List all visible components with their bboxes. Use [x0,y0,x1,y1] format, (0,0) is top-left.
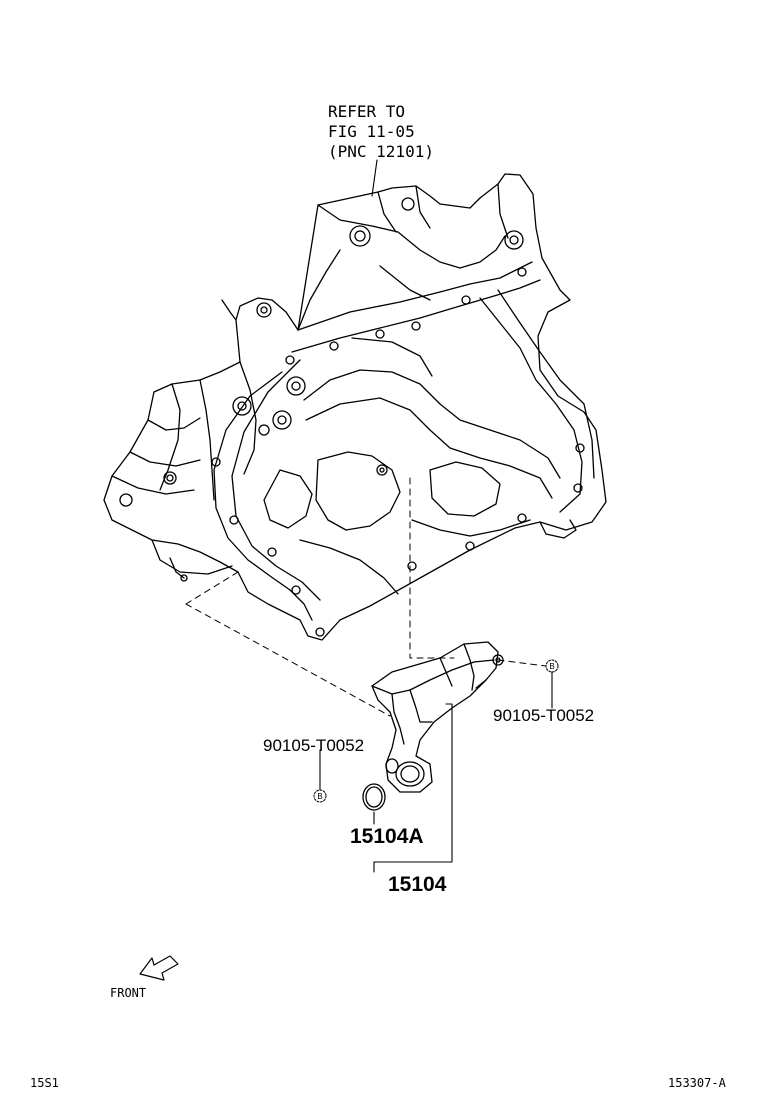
bolt-marker-left-letter: B [317,792,322,801]
refer-line-2: FIG 11-05 [328,122,415,141]
refer-line-1: REFER TO [328,102,406,121]
part-number-bolt-right[interactable]: 90105-T0052 [493,706,595,725]
oil-pan-illustration [103,173,607,641]
o-ring-illustration [362,783,386,811]
refer-line-3: (PNC 12101) [328,142,434,161]
front-label: FRONT [110,986,147,1000]
front-arrow-icon [139,955,179,981]
oil-strainer-illustration [371,641,504,793]
bolt-marker-left [313,789,327,803]
bolt-marker-right [545,659,559,673]
alignment-lines [185,477,547,717]
footer-left-code: 15S1 [30,1076,59,1090]
leader-lines [319,159,553,873]
part-number-bolt-left[interactable]: 90105-T0052 [263,736,365,755]
bolt-marker-right-letter: B [549,662,554,671]
part-number-o-ring[interactable]: 15104A [350,825,424,848]
footer-right-code: 153307-A [668,1076,726,1090]
part-number-strainer[interactable]: 15104 [388,873,447,896]
